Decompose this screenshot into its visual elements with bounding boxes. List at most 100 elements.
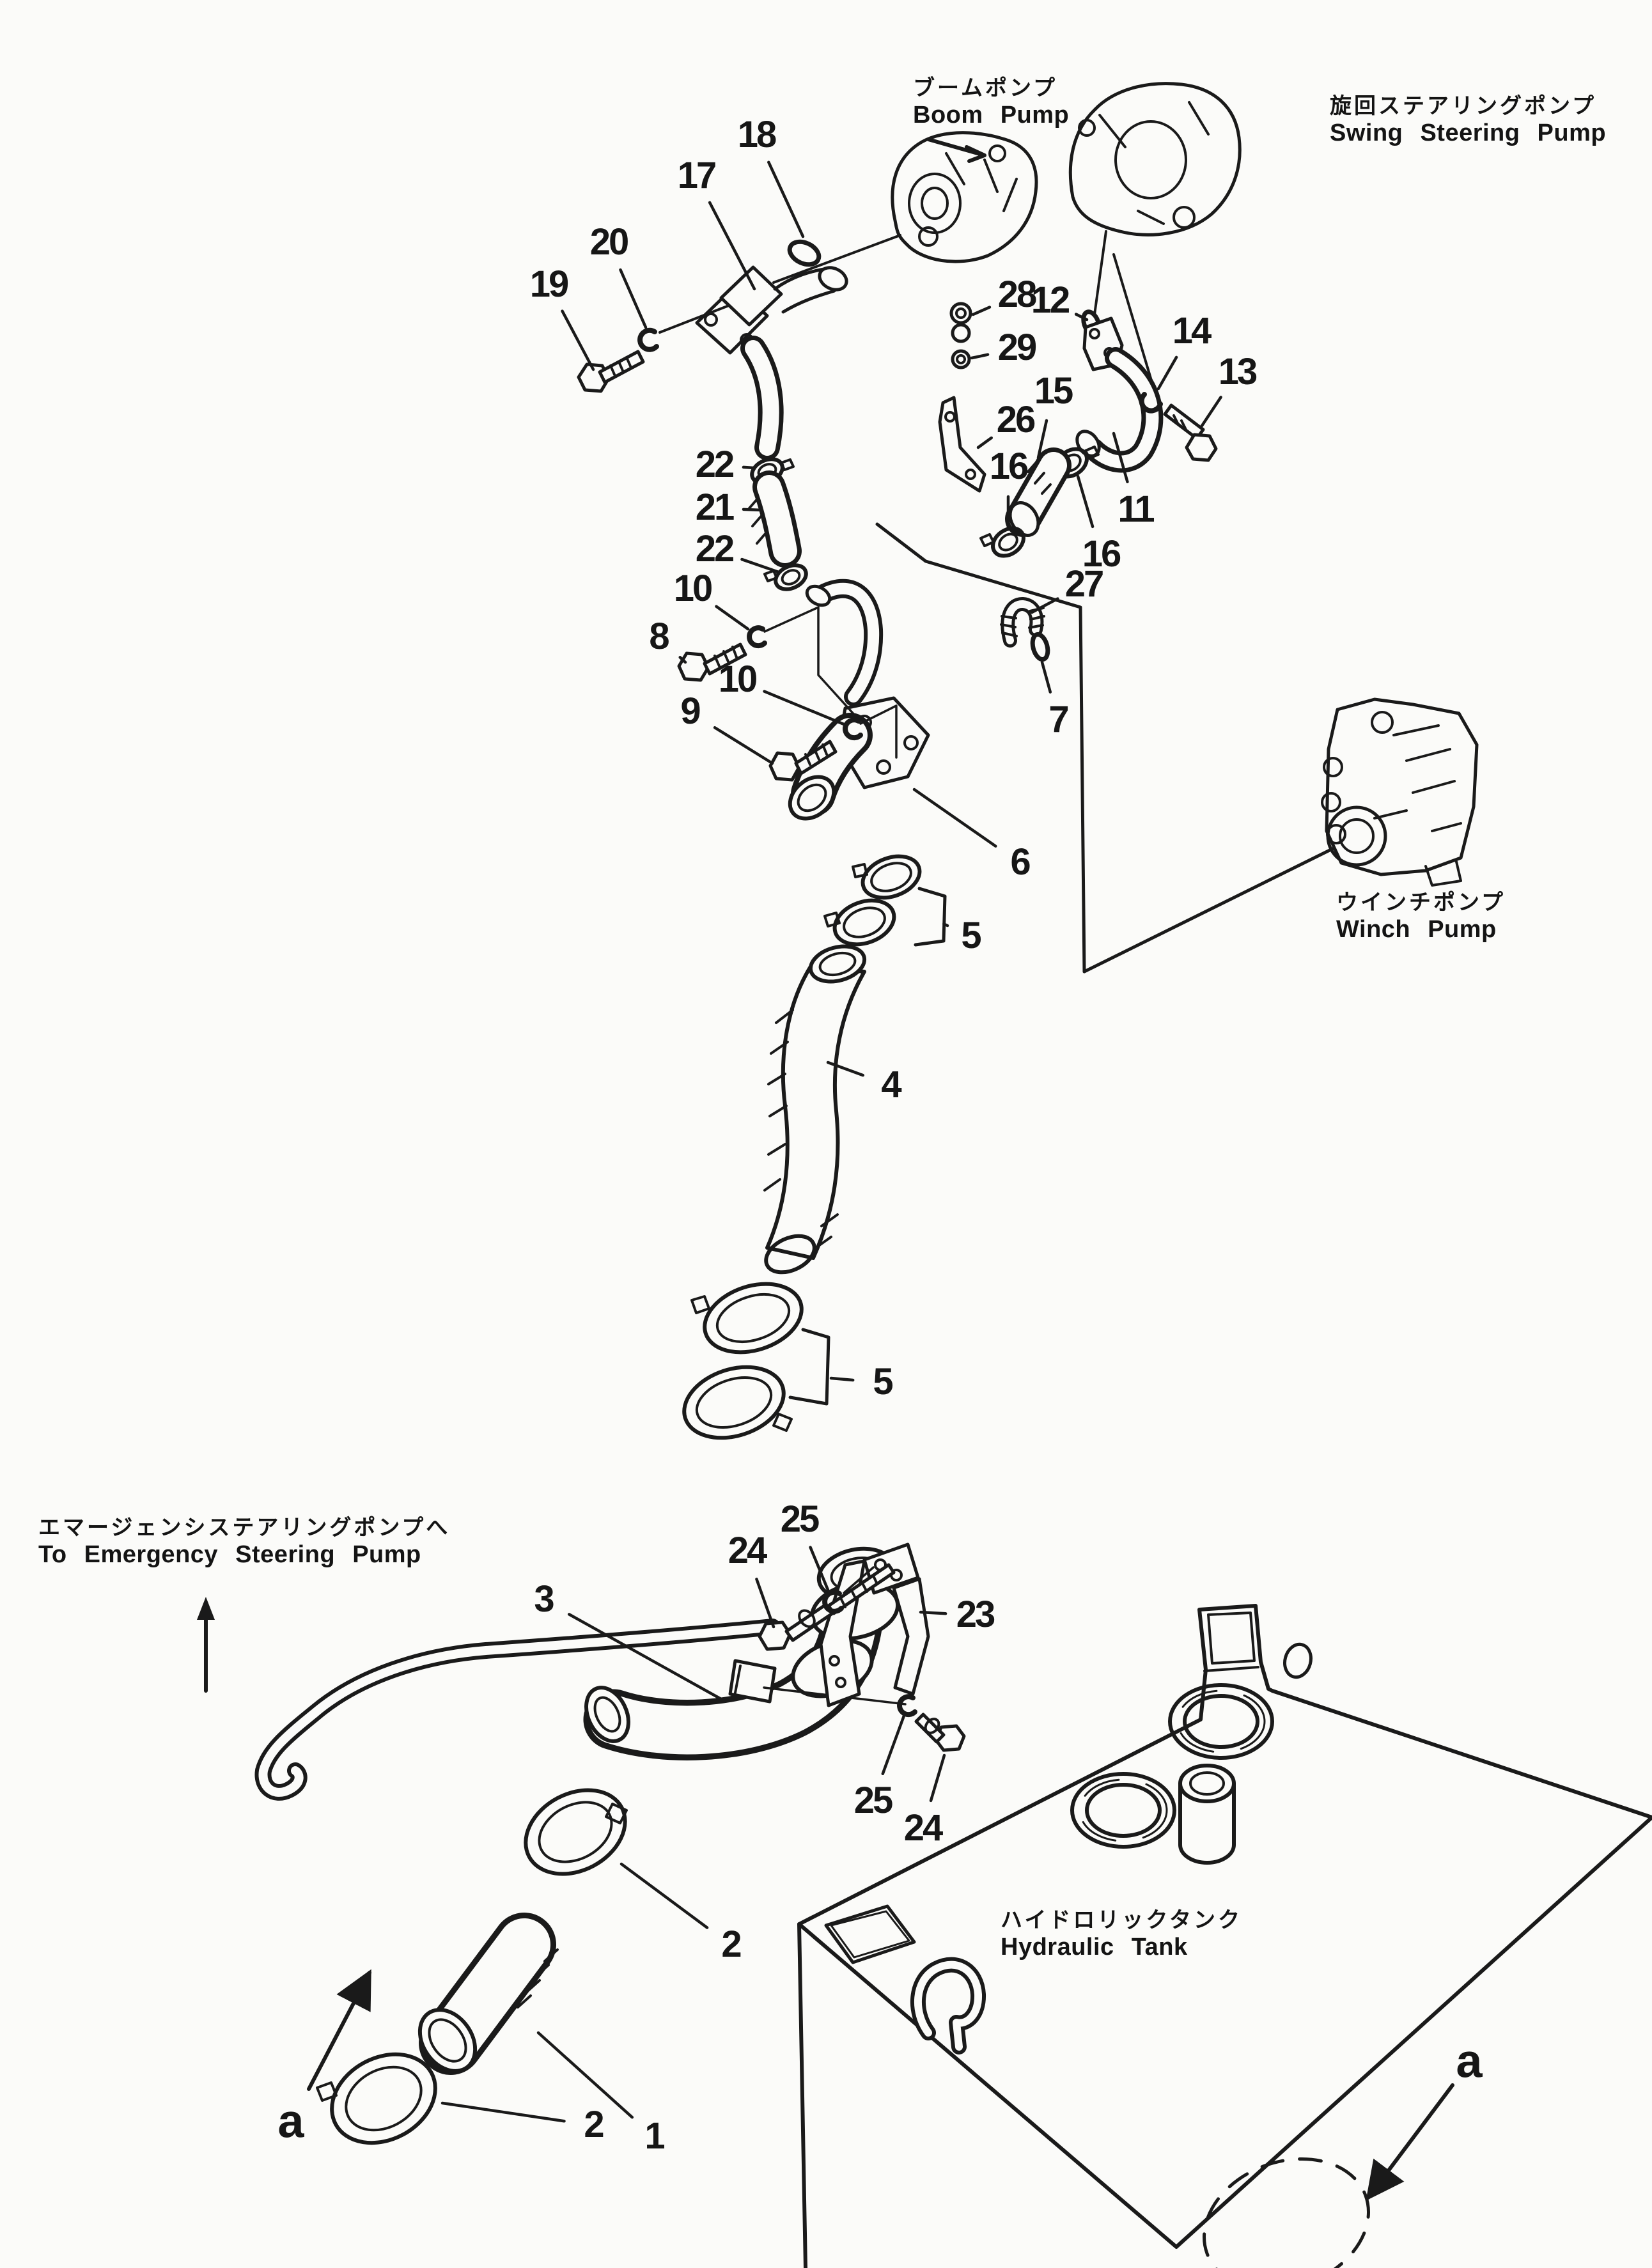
callout-3: 3 xyxy=(534,1578,554,1620)
leader-line-17 xyxy=(708,201,756,291)
leader-line-10 xyxy=(763,690,846,726)
leader-line-22 xyxy=(740,557,781,574)
leader-line-2 xyxy=(620,1862,709,1929)
leader-line-8 xyxy=(678,656,687,664)
callout-23: 23 xyxy=(956,1593,995,1635)
callout-18: 18 xyxy=(737,113,777,155)
part-label-jp: エマージェンシステアリングポンプへ xyxy=(38,1516,451,1540)
leader-line-27 xyxy=(1030,597,1059,614)
callout-7: 7 xyxy=(1048,698,1069,740)
elbow-11-assembly xyxy=(979,316,1218,558)
leader-line-16 xyxy=(1076,474,1095,529)
swing-steering-pump-drawing xyxy=(1068,82,1242,392)
callout-19: 19 xyxy=(529,263,569,305)
part-label-en: Boom Pump xyxy=(913,102,1070,129)
view-arrow-a-0 xyxy=(307,1969,371,2091)
leader-line-20 xyxy=(619,268,648,329)
callout-12: 12 xyxy=(1031,279,1070,321)
leader-line-7 xyxy=(1040,660,1052,694)
callout-9: 9 xyxy=(680,690,701,732)
manifold-6-assembly xyxy=(677,579,930,821)
part-label-jp: ブームポンプ xyxy=(913,76,1057,100)
hose-1-chain xyxy=(316,1788,628,2145)
callout-20: 20 xyxy=(589,221,629,263)
view-arrows xyxy=(307,1969,1454,2201)
callout-4: 4 xyxy=(881,1063,901,1105)
leader-line-25 xyxy=(881,1714,906,1776)
leader-line-15 xyxy=(1036,419,1048,460)
callout-26: 26 xyxy=(996,398,1036,440)
callout-10: 10 xyxy=(718,658,758,700)
leader-line-5 xyxy=(829,1376,855,1382)
leader-line-14 xyxy=(1157,355,1178,391)
callout-22: 22 xyxy=(695,443,735,485)
leader-line-24 xyxy=(755,1578,775,1629)
hose-21-chain xyxy=(748,457,808,591)
hydraulic-tank-drawing xyxy=(797,1604,1652,2268)
leader-line-13 xyxy=(1200,396,1222,428)
winch-pump-drawing xyxy=(875,522,1479,974)
callout-8: 8 xyxy=(649,615,669,657)
part-label-en: Hydraulic Tank xyxy=(1001,1934,1188,1961)
leader-line-6 xyxy=(912,788,997,848)
pipe-3-assembly xyxy=(197,1546,907,1801)
leader-line-11 xyxy=(1112,431,1129,483)
leader-line-2 xyxy=(440,2101,566,2123)
callout-10: 10 xyxy=(673,567,713,609)
leader-line-26 xyxy=(976,436,993,449)
part-label-en: Swing Steering Pump xyxy=(1330,120,1607,147)
leader-line-29 xyxy=(970,353,990,360)
callout-24: 24 xyxy=(903,1806,943,1849)
part-label-en: Winch Pump xyxy=(1336,916,1497,944)
callout-22: 22 xyxy=(695,527,735,570)
callout-11: 11 xyxy=(1118,488,1155,530)
leader-line-1 xyxy=(536,2031,634,2119)
callout-16: 16 xyxy=(1082,532,1121,575)
callout-2: 2 xyxy=(721,1923,742,1965)
leader-line-21 xyxy=(742,508,764,512)
callout-25: 25 xyxy=(853,1779,893,1821)
callout-14: 14 xyxy=(1172,309,1212,352)
callout-24: 24 xyxy=(728,1529,767,1571)
clamp-5-lower-pair xyxy=(682,1282,830,1440)
leader-line-28 xyxy=(971,306,992,316)
leader-line-22 xyxy=(742,465,756,470)
callout-2: 2 xyxy=(584,2103,604,2145)
leader-line-18 xyxy=(767,160,805,238)
boom-pump-drawing xyxy=(772,131,1038,284)
callout-25: 25 xyxy=(780,1498,820,1540)
bracket-23-assembly xyxy=(758,1542,966,1752)
callout-27: 27 xyxy=(1064,563,1104,605)
leader-line-3 xyxy=(567,1613,723,1701)
part-label-jp: ウインチポンプ xyxy=(1336,890,1506,915)
callout-28: 28 xyxy=(997,273,1037,315)
callout-6: 6 xyxy=(1010,841,1031,883)
callout-29: 29 xyxy=(997,326,1037,368)
leader-line-24 xyxy=(929,1753,946,1803)
callout-5: 5 xyxy=(961,914,981,956)
callout-15: 15 xyxy=(1034,369,1073,412)
clamp-5-upper-pair xyxy=(823,854,947,947)
callout-16: 16 xyxy=(989,445,1029,487)
hose-4 xyxy=(763,944,867,1275)
callout-13: 13 xyxy=(1218,350,1258,392)
leader-line-25 xyxy=(809,1546,831,1595)
leader-line-23 xyxy=(919,1610,947,1615)
callout-21: 21 xyxy=(695,486,735,528)
part-label-en: To Emergency Steering Pump xyxy=(38,1541,421,1569)
leader-line-19 xyxy=(561,309,595,371)
leader-line-10 xyxy=(715,605,750,631)
u-tube-27-oring-7 xyxy=(1000,597,1050,662)
callout-5: 5 xyxy=(873,1360,893,1402)
part-label-jp: 旋回ステアリングポンプ xyxy=(1330,94,1596,118)
leader-line-4 xyxy=(826,1060,865,1077)
leader-line-9 xyxy=(713,726,774,765)
